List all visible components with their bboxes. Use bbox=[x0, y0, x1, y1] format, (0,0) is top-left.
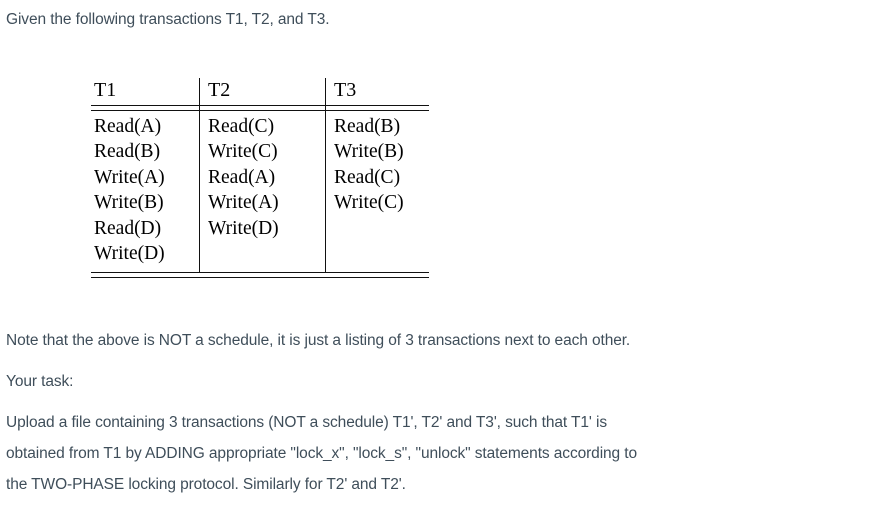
table-header-t2: T2 bbox=[208, 79, 231, 101]
table-cell: Write(C) bbox=[334, 192, 404, 214]
task-label: Your task: bbox=[6, 373, 74, 390]
table-column-t2: Read(C) Write(C) Read(A) Write(A) Write(… bbox=[208, 114, 279, 241]
table-cell: Read(C) bbox=[334, 166, 401, 188]
instruction-line-2: obtained from T1 by ADDING appropriate "… bbox=[6, 445, 638, 462]
table-column-divider-2 bbox=[325, 78, 326, 272]
table-cell: Write(A) bbox=[94, 166, 165, 188]
table-cell: Read(B) bbox=[334, 116, 401, 137]
table-cell: Read(D) bbox=[94, 217, 162, 239]
table-cell: Read(B) bbox=[94, 141, 161, 163]
table-cell: Write(A) bbox=[208, 192, 279, 214]
table-cell: Write(D) bbox=[208, 217, 279, 239]
table-cell: Read(A) bbox=[94, 116, 162, 137]
instruction-line-1: Upload a file containing 3 transactions … bbox=[6, 414, 607, 431]
table-cell: Read(C) bbox=[208, 116, 275, 137]
table-column-divider-1 bbox=[199, 78, 200, 272]
table-column-t3: Read(B) Write(B) Read(C) Write(C) bbox=[334, 114, 404, 216]
table-header-rule bbox=[91, 105, 429, 111]
instruction-paragraph: Upload a file containing 3 transactions … bbox=[6, 407, 836, 500]
table-cell: Read(A) bbox=[208, 166, 276, 188]
table-cell: Write(D) bbox=[94, 243, 165, 265]
intro-paragraph: Given the following transactions T1, T2,… bbox=[6, 11, 330, 28]
table-header-t1: T1 bbox=[94, 79, 117, 101]
table-header-t3: T3 bbox=[334, 79, 357, 101]
note-paragraph: Note that the above is NOT a schedule, i… bbox=[6, 332, 631, 349]
table-cell: Write(C) bbox=[208, 141, 278, 163]
table-cell: Write(B) bbox=[94, 192, 164, 214]
instruction-line-3: the TWO-PHASE locking protocol. Similarl… bbox=[6, 476, 406, 493]
table-cell: Write(B) bbox=[334, 141, 404, 163]
table-bottom-rule bbox=[91, 272, 429, 278]
table-column-t1: Read(A) Read(B) Write(A) Write(B) Read(D… bbox=[94, 114, 165, 266]
